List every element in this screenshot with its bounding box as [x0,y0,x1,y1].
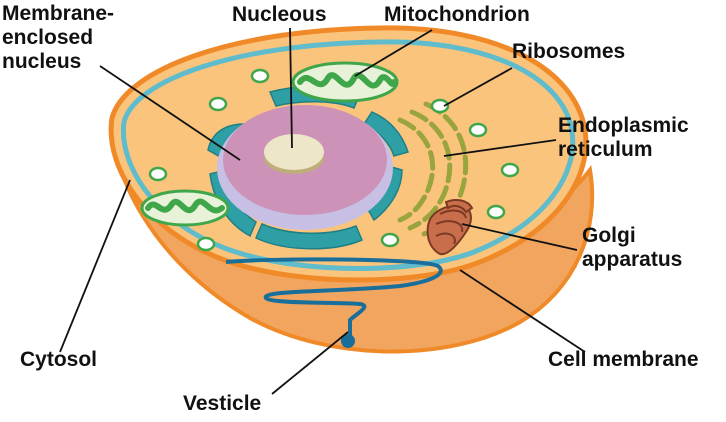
label-ribosomes: Ribosomes [512,40,626,63]
leader-lines [59,27,586,395]
leader-membrane-nucleus [99,65,241,161]
nucleolus [264,134,324,170]
leader-nucleous [289,27,293,149]
label-cytosol: Cytosol [20,348,98,371]
cell-membrane-line [120,39,576,271]
label-endoplasmic-reticulum: Endoplasmic reticulum [558,114,689,162]
label-nucleous: Nucleous [232,3,327,26]
label-membrane-line1: Membrane- [2,2,115,25]
label-golgi-line2: apparatus [582,248,683,271]
label-cell-membrane: Cell membrane [548,348,699,371]
mitochondrion-top [291,61,399,103]
label-vesticle: Vesticle [183,392,262,415]
label-er-line2: reticulum [558,138,653,161]
mitochondrion-left [140,189,230,227]
label-golgi-line1: Golgi [582,224,636,247]
leader-vesticle [271,331,349,395]
leader-mitochondrion [354,29,433,77]
leader-golgi [461,223,578,251]
vesicle-tube [225,257,443,340]
ribosomes [148,68,520,252]
label-golgi-apparatus: Golgi apparatus [582,224,682,272]
label-membrane-line3: nucleus [2,50,82,73]
golgi-apparatus [426,199,474,256]
leader-cell-membrane [459,269,586,353]
label-er-line1: Endoplasmic [558,114,689,137]
label-membrane-enclosed-nucleus: Membrane- enclosed nucleus [2,2,114,74]
leader-ribosomes [443,67,513,107]
vesicle [341,334,355,348]
leader-er [443,139,557,157]
label-mitochondrion: Mitochondrion [384,3,530,26]
label-membrane-line2: enclosed [2,26,94,49]
leader-cytosol [59,179,131,353]
